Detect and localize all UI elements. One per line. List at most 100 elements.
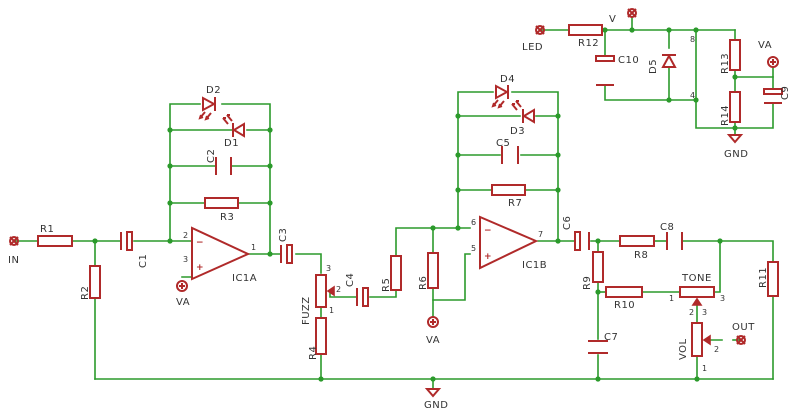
label-r1: R1 [40, 224, 54, 235]
resistor-r12 [568, 24, 603, 36]
label-d1: D1 [224, 138, 239, 149]
net-label-led: LED [522, 42, 543, 53]
label-ic1a: IC1A [232, 273, 257, 284]
resistor-r5 [390, 255, 402, 291]
terminal-led[interactable] [535, 25, 545, 35]
resistor-r6 [427, 252, 439, 289]
ic1a-minus-mark: − [196, 238, 204, 248]
opamp-ic1b: − + [479, 215, 539, 270]
resistor-r8 [619, 235, 655, 247]
net-label-in: IN [8, 255, 19, 266]
terminal-v[interactable] [627, 8, 637, 18]
capacitor-c1 [120, 231, 133, 251]
ic1b-minus-mark: − [484, 226, 492, 236]
svg-text:8: 8 [690, 35, 695, 44]
svg-text:2: 2 [689, 308, 694, 317]
svg-text:6: 6 [471, 218, 476, 227]
ground-symbol-main [424, 388, 442, 398]
resistor-r7 [491, 184, 526, 196]
capacitors [120, 55, 783, 354]
label-r13: R13 [720, 53, 731, 74]
label-c5: C5 [496, 138, 510, 149]
label-d3: D3 [510, 126, 525, 137]
opamp-ic1a: − + [191, 226, 251, 281]
pin-numbers: 2 3 1 3 1 2 6 5 7 1 3 2 3 2 1 8 4 [183, 35, 725, 373]
potentiometers [315, 274, 715, 357]
supply-va-power [767, 56, 779, 68]
label-c1: C1 [138, 254, 149, 268]
terminal-in[interactable] [9, 236, 19, 246]
terminals [9, 8, 779, 398]
diode-d5 [661, 53, 677, 68]
svg-text:3: 3 [326, 264, 331, 273]
net-label-va-2: VA [426, 335, 440, 346]
svg-text:1: 1 [251, 243, 256, 252]
label-c6: C6 [562, 216, 573, 230]
labels: IN R1 R2 C1 D2 D1 C2 R3 IC1A VA C3 FUZZ … [8, 14, 791, 411]
resistor-r11 [767, 261, 779, 297]
label-c8: C8 [660, 222, 674, 233]
capacitor-c8 [666, 232, 683, 250]
wires [13, 17, 774, 390]
label-r3: R3 [220, 212, 234, 223]
resistor-r4 [315, 317, 327, 355]
label-d2: D2 [206, 85, 221, 96]
resistors [37, 24, 779, 355]
capacitor-c10 [595, 55, 615, 86]
label-ic1b: IC1B [522, 260, 547, 271]
label-r10: R10 [614, 300, 635, 311]
label-tone: TONE [681, 273, 712, 284]
capacitor-c2 [215, 157, 232, 175]
label-r8: R8 [634, 250, 648, 261]
net-label-gnd-main: GND [424, 400, 448, 411]
led-d3 [511, 100, 535, 124]
label-r11: R11 [758, 267, 769, 288]
capacitor-c9 [763, 88, 783, 104]
supply-va-ic1a [176, 280, 188, 292]
label-c9: C9 [780, 86, 791, 100]
ic1a-plus-mark: + [196, 263, 204, 273]
terminal-out[interactable] [736, 335, 746, 345]
resistor-r2 [89, 265, 101, 299]
resistor-r10 [605, 286, 643, 298]
svg-text:7: 7 [538, 230, 543, 239]
resistor-r3 [204, 197, 239, 209]
capacitor-c5 [501, 146, 519, 164]
svg-text:1: 1 [329, 306, 334, 315]
svg-text:2: 2 [336, 285, 341, 294]
svg-text:3: 3 [183, 255, 188, 264]
label-c10: C10 [618, 55, 639, 66]
label-r4: R4 [308, 346, 319, 360]
label-r14: R14 [720, 105, 731, 126]
pot-tone [679, 286, 715, 306]
resistor-r9 [592, 251, 604, 283]
capacitor-c7 [588, 340, 608, 354]
label-vol: VOL [678, 338, 689, 360]
capacitor-c4 [356, 287, 369, 307]
svg-text:2: 2 [183, 231, 188, 240]
pot-vol [691, 322, 711, 357]
resistor-r13 [729, 39, 741, 71]
label-r2: R2 [80, 286, 91, 300]
svg-text:2: 2 [714, 345, 719, 354]
diodes [198, 53, 677, 138]
ground-symbol-power [726, 134, 744, 144]
svg-text:4: 4 [690, 91, 695, 100]
label-fuzz: FUZZ [301, 296, 312, 325]
net-label-va-1: VA [176, 297, 190, 308]
junctions [92, 27, 738, 382]
led-d1 [222, 114, 245, 138]
svg-text:5: 5 [471, 244, 476, 253]
label-r6: R6 [418, 276, 429, 290]
pot-fuzz [315, 274, 335, 308]
net-label-v: V [609, 14, 616, 25]
svg-text:3: 3 [720, 294, 725, 303]
opamps: − + − + [191, 215, 539, 281]
label-c2: C2 [206, 149, 217, 163]
resistor-r1 [37, 235, 73, 247]
label-c4: C4 [345, 273, 356, 287]
svg-text:3: 3 [702, 308, 707, 317]
svg-text:1: 1 [669, 294, 674, 303]
label-c3: C3 [278, 228, 289, 242]
